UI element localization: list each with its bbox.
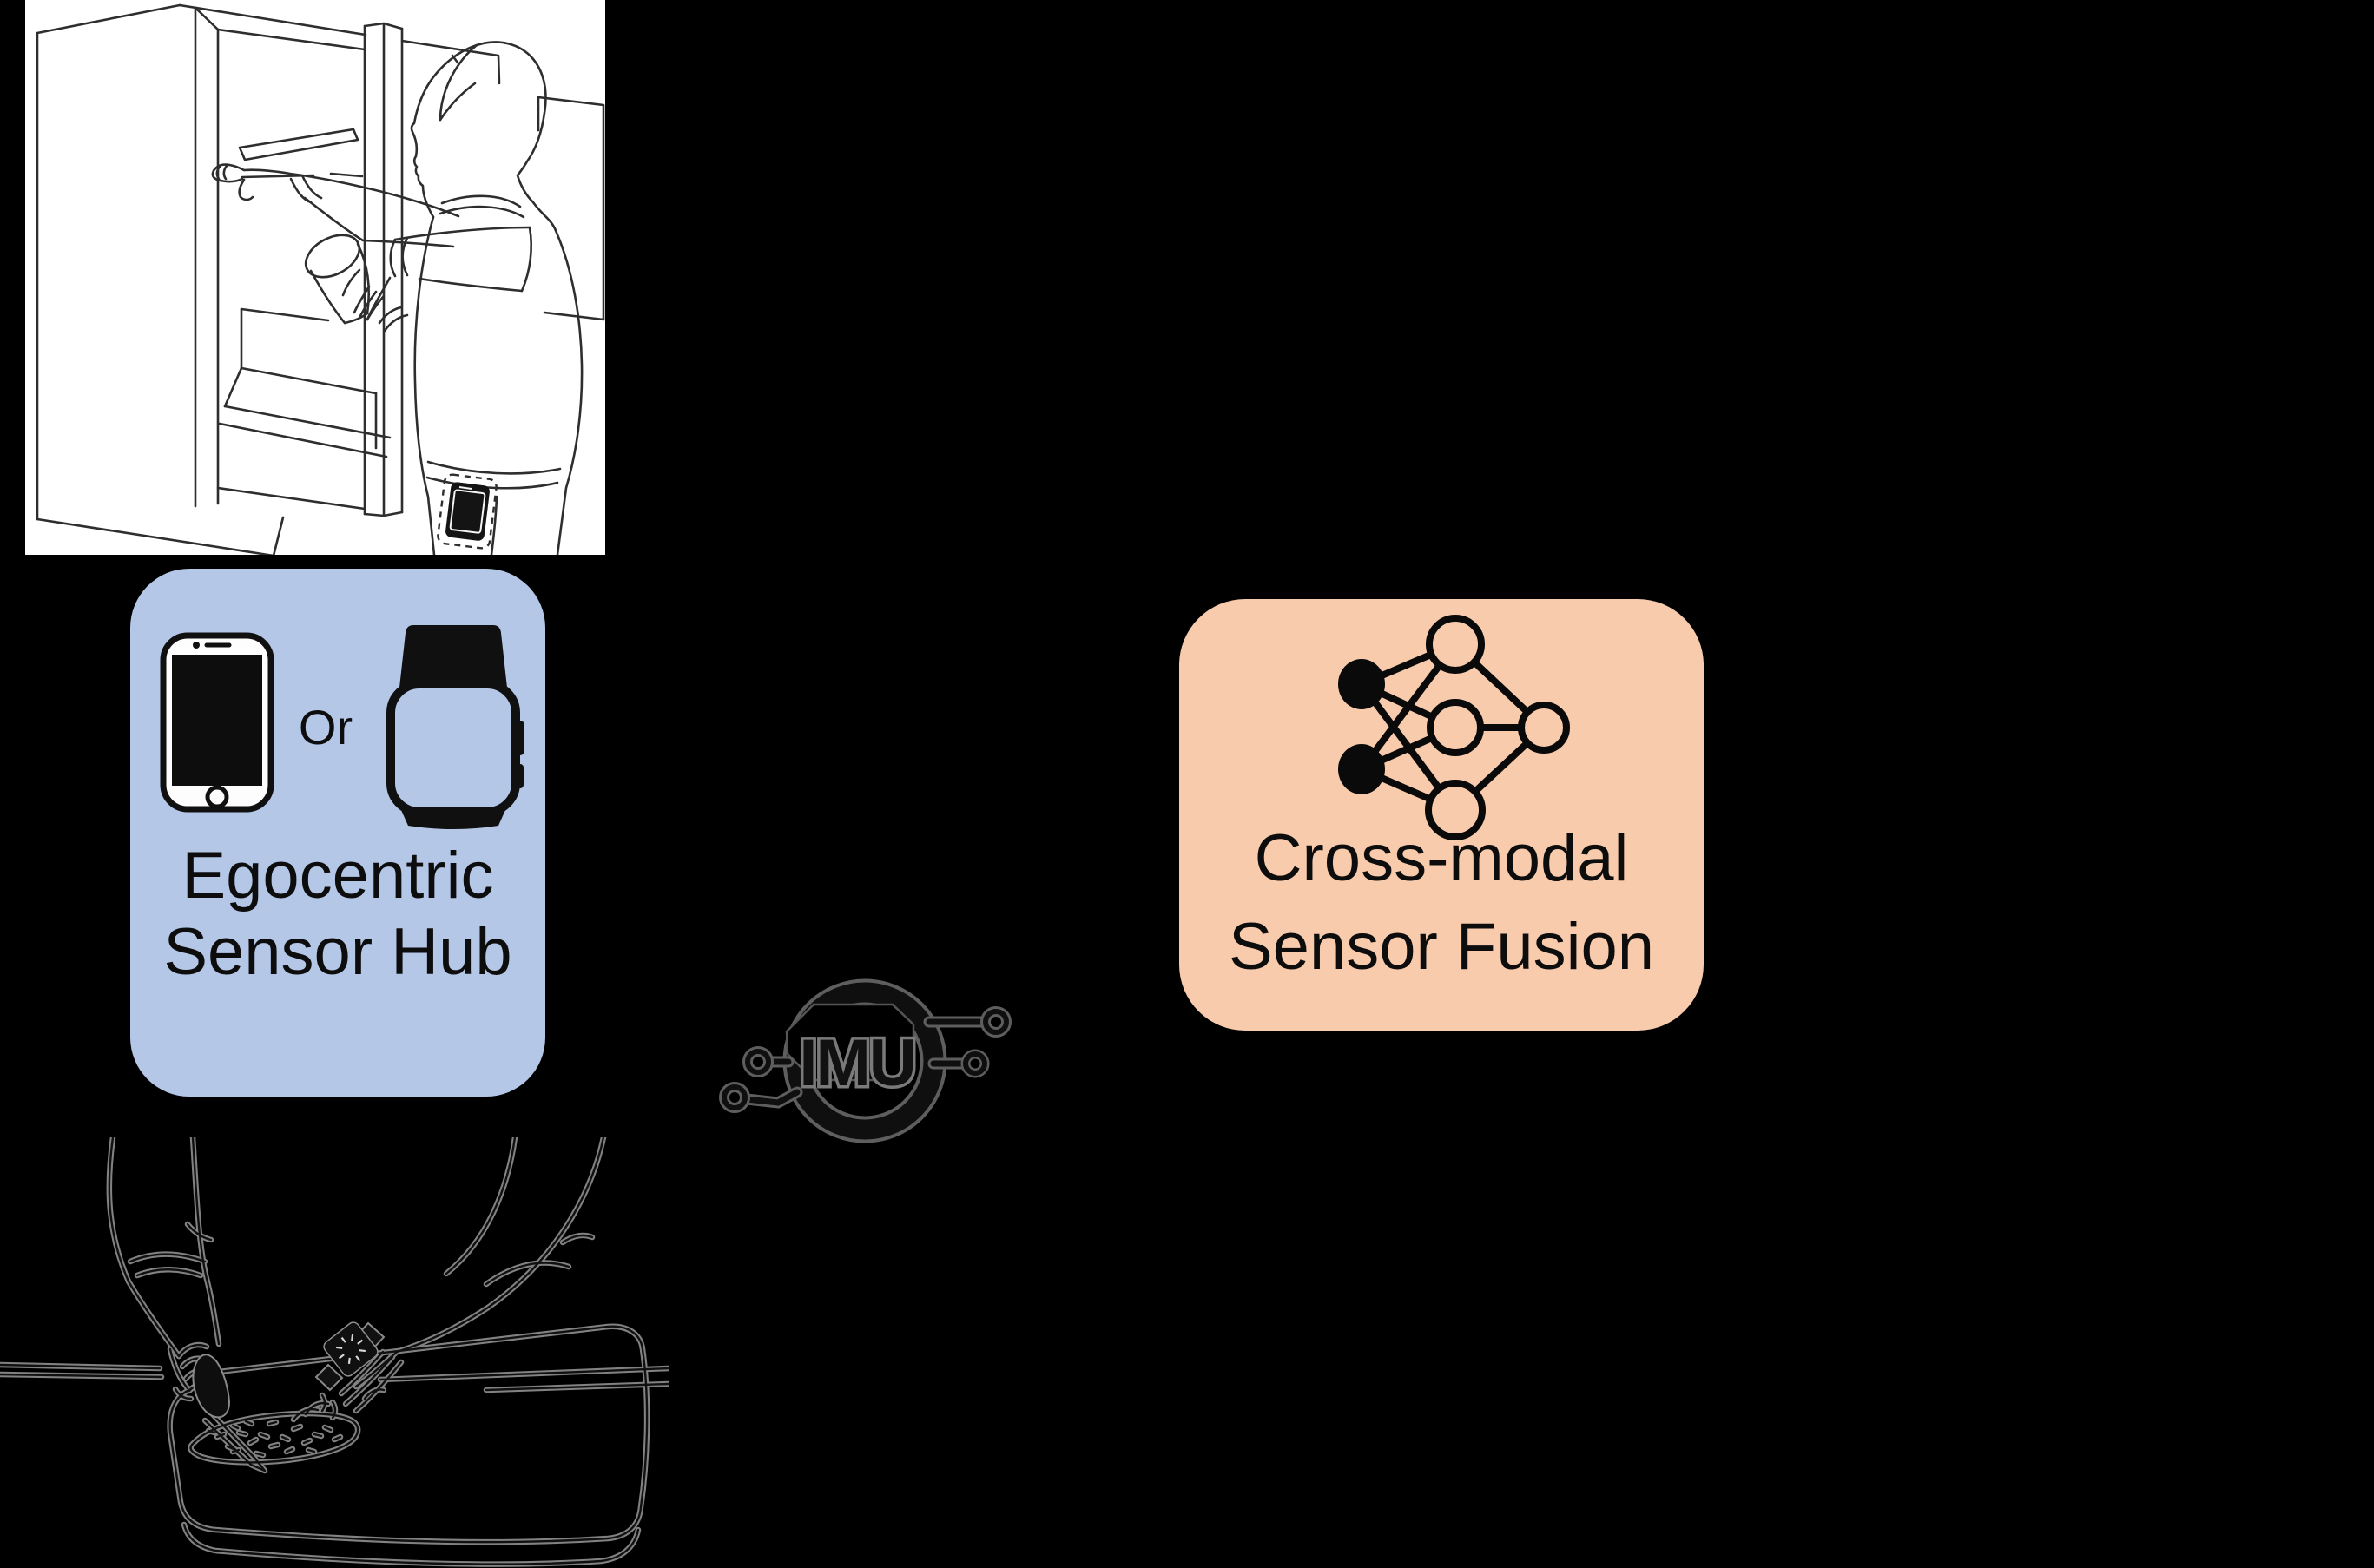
cross-modal-sensor-fusion-box: Cross-modal Sensor Fusion	[1179, 599, 1704, 1031]
hub-box-label-line2: Sensor Hub	[163, 915, 512, 989]
fusion-box-label-line2: Sensor Fusion	[1228, 910, 1655, 984]
neural-network-icon	[1338, 615, 1570, 840]
smartwatch-icon	[386, 625, 524, 829]
fusion-box-label: Cross-modal Sensor Fusion	[1179, 814, 1704, 992]
egocentric-sensor-hub-box: Or Egocentric Sensor Hub	[130, 569, 545, 1097]
pocket-phone-icon	[437, 473, 498, 550]
refrigerator-scene-drawing	[36, 3, 605, 555]
wrist-smartwatch-icon	[314, 1321, 386, 1392]
hub-box-label: Egocentric Sensor Hub	[130, 838, 545, 991]
imu-icon: IMU	[719, 978, 1012, 1143]
illustration-hands-chopping	[0, 1137, 669, 1568]
imu-label: IMU	[799, 1026, 914, 1100]
hub-box-label-line1: Egocentric	[181, 839, 494, 912]
smartphone-icon	[160, 632, 274, 813]
illustration-person-at-refrigerator	[25, 0, 605, 555]
or-label: Or	[298, 700, 353, 754]
fusion-box-label-line1: Cross-modal	[1254, 821, 1629, 895]
knife-handle	[192, 1354, 231, 1419]
